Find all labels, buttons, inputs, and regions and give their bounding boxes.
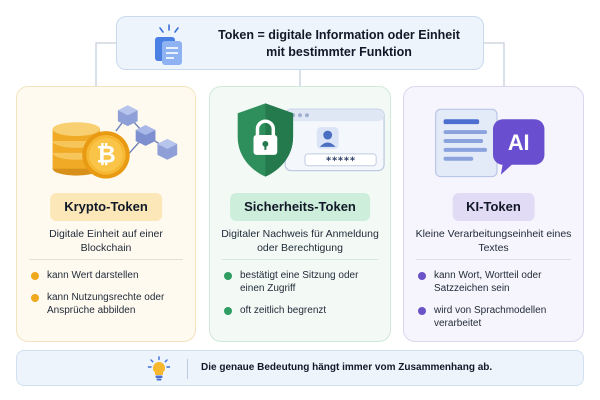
bitcoin-coins-blockchain-icon: ₿: [52, 105, 178, 179]
security-token-label: Sicherheits-Token: [230, 193, 370, 221]
bullet-dot: [418, 272, 426, 280]
list-item: kann Nutzungsrechte oder Ansprüche abbil…: [31, 291, 187, 317]
list-item: oft zeitlich begrenzt: [224, 304, 382, 317]
list-item: kann Wert darstellen: [31, 269, 187, 282]
crypto-token-card: ₿ Krypto-Token Digitale Einheit auf eine…: [16, 86, 196, 342]
bullet-dot: [31, 294, 39, 302]
note-separator: [187, 359, 188, 379]
definition-box: Token = digitale Information oder Einhei…: [116, 16, 484, 70]
context-note: Die genaue Bedeutung hängt immer vom Zus…: [16, 350, 584, 386]
definition-title-line1: Token = digitale Information oder Einhei…: [218, 28, 460, 42]
card-divider: [416, 259, 571, 260]
card-divider: [29, 259, 183, 260]
ai-token-label: KI-Token: [452, 193, 535, 221]
ai-token-bullets: kann Wort, Wortteil oder Satzzeichen sei…: [418, 269, 575, 339]
context-note-text: Die genaue Bedeutung hängt immer vom Zus…: [201, 362, 493, 373]
ai-token-card: AI KI-Token Kleine Verarbeitungseinheit …: [403, 86, 584, 342]
bullet-dot: [418, 307, 426, 315]
bullet-dot: [224, 272, 232, 280]
bullet-text: kann Wort, Wortteil oder Satzzeichen sei…: [434, 270, 542, 294]
definition-title-line2: mit bestimmter Funktion: [266, 45, 412, 59]
security-token-card: ***** Sicherheits-Token Digitaler Nachwe…: [209, 86, 391, 342]
password-mask: *****: [326, 156, 356, 167]
security-token-description: Digitaler Nachweis für Anmeldung oder Be…: [221, 228, 379, 254]
security-token-bullets: bestätigt eine Sitzung oder einen Zugrif…: [224, 269, 382, 326]
ai-badge-text: AI: [508, 130, 530, 155]
list-item: kann Wort, Wortteil oder Satzzeichen sei…: [418, 269, 575, 295]
bullet-text: oft zeitlich begrenzt: [240, 305, 327, 316]
bullet-dot: [31, 272, 39, 280]
document-stack-icon: [155, 24, 182, 65]
svg-text:₿: ₿: [96, 143, 115, 169]
bullet-text: kann Wert darstellen: [47, 270, 139, 281]
list-item: wird von Sprachmodellen verarbeitet: [418, 304, 575, 330]
bullet-text: kann Nutzungsrechte oder Ansprüche abbil…: [47, 292, 165, 316]
card-divider: [222, 259, 378, 260]
bullet-dot: [224, 307, 232, 315]
definition-title: Token = digitale Information oder Einhei…: [203, 27, 475, 61]
bullet-text: bestätigt eine Sitzung oder einen Zugrif…: [240, 270, 359, 294]
crypto-token-description: Digitale Einheit auf einer Blockchain: [49, 228, 163, 254]
crypto-token-bullets: kann Wert darstellen kann Nutzungsrechte…: [31, 269, 187, 326]
crypto-token-label: Krypto-Token: [50, 193, 162, 221]
ai-document-icon: AI: [435, 108, 545, 178]
list-item: bestätigt eine Sitzung oder einen Zugrif…: [224, 269, 382, 295]
ai-token-description: Kleine Verarbeitungseinheit eines Textes: [415, 228, 572, 254]
shield-lock-login-icon: *****: [237, 103, 385, 177]
lightbulb-icon: [147, 356, 171, 381]
bullet-text: wird von Sprachmodellen verarbeitet: [434, 305, 547, 329]
